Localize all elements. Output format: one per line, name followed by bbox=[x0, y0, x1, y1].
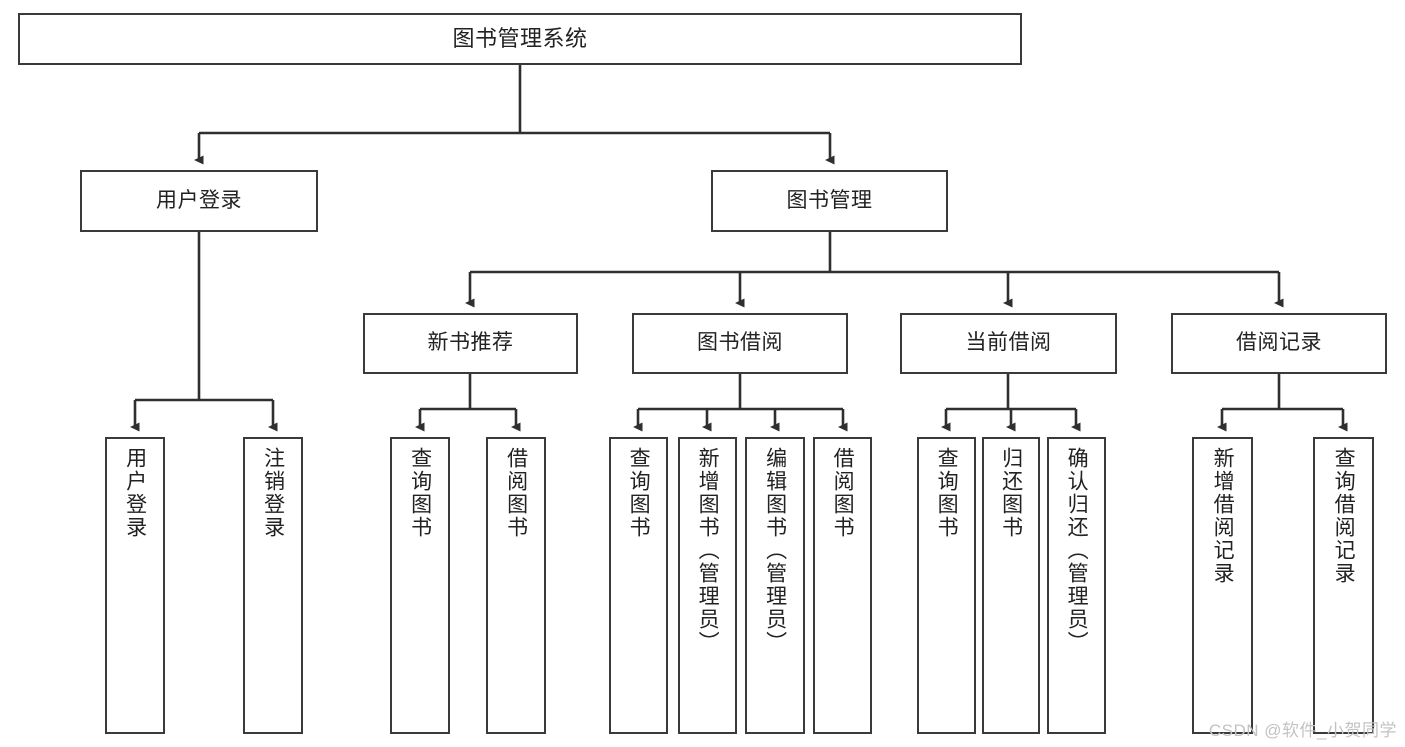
watermark: CSDN @软件_小贺同学 bbox=[1208, 721, 1397, 740]
leaf-edit-book-admin[interactable]: 编辑图书（管理员） bbox=[745, 437, 805, 734]
node-book-management[interactable]: 图书管理 bbox=[711, 170, 948, 232]
leaf-edit-book-admin-label: 编辑图书（管理员） bbox=[763, 447, 787, 654]
node-borrow-record-label: 借阅记录 bbox=[1236, 331, 1322, 355]
leaf-add-borrow-record-label: 新增借阅记录 bbox=[1211, 447, 1235, 585]
leaf-query-book-borrow-label: 查询图书 bbox=[627, 447, 651, 539]
leaf-borrow-book-recommend[interactable]: 借阅图书 bbox=[486, 437, 546, 734]
node-book-management-label: 图书管理 bbox=[786, 188, 873, 212]
node-user-login[interactable]: 用户登录 bbox=[80, 170, 318, 232]
leaf-query-borrow-record-label: 查询借阅记录 bbox=[1332, 447, 1356, 585]
leaf-confirm-return-admin-label: 确认归还（管理员） bbox=[1065, 447, 1089, 654]
leaf-logout-label: 注销登录 bbox=[261, 447, 285, 539]
leaf-query-book-recommend-label: 查询图书 bbox=[408, 447, 432, 539]
leaf-return-book-label: 归还图书 bbox=[999, 447, 1023, 539]
node-current-borrow-label: 当前借阅 bbox=[965, 331, 1052, 355]
leaf-logout[interactable]: 注销登录 bbox=[243, 437, 303, 734]
leaf-query-book-current[interactable]: 查询图书 bbox=[917, 437, 976, 734]
node-user-login-label: 用户登录 bbox=[156, 188, 242, 212]
node-current-borrow[interactable]: 当前借阅 bbox=[900, 313, 1117, 374]
leaf-borrow-book-label: 借阅图书 bbox=[831, 447, 855, 539]
node-new-book-recommend[interactable]: 新书推荐 bbox=[363, 313, 578, 374]
leaf-borrow-book-recommend-label: 借阅图书 bbox=[504, 447, 528, 539]
leaf-query-book-recommend[interactable]: 查询图书 bbox=[390, 437, 450, 734]
leaf-borrow-book[interactable]: 借阅图书 bbox=[813, 437, 872, 734]
leaf-return-book[interactable]: 归还图书 bbox=[982, 437, 1040, 734]
node-root-label: 图书管理系统 bbox=[452, 25, 588, 51]
leaf-user-login[interactable]: 用户登录 bbox=[105, 437, 165, 734]
leaf-query-book-current-label: 查询图书 bbox=[935, 447, 959, 539]
leaf-query-borrow-record[interactable]: 查询借阅记录 bbox=[1313, 437, 1374, 734]
leaf-query-book-borrow[interactable]: 查询图书 bbox=[609, 437, 668, 734]
leaf-confirm-return-admin[interactable]: 确认归还（管理员） bbox=[1047, 437, 1106, 734]
leaf-user-login-label: 用户登录 bbox=[123, 447, 147, 539]
leaf-add-borrow-record[interactable]: 新增借阅记录 bbox=[1192, 437, 1253, 734]
leaf-add-book-admin[interactable]: 新增图书（管理员） bbox=[678, 437, 737, 734]
node-root[interactable]: 图书管理系统 bbox=[18, 13, 1022, 65]
node-new-book-recommend-label: 新书推荐 bbox=[427, 331, 514, 355]
leaf-add-book-admin-label: 新增图书（管理员） bbox=[696, 447, 720, 654]
node-borrow-record[interactable]: 借阅记录 bbox=[1171, 313, 1387, 374]
node-book-borrow-label: 图书借阅 bbox=[697, 331, 783, 355]
node-book-borrow[interactable]: 图书借阅 bbox=[632, 313, 848, 374]
